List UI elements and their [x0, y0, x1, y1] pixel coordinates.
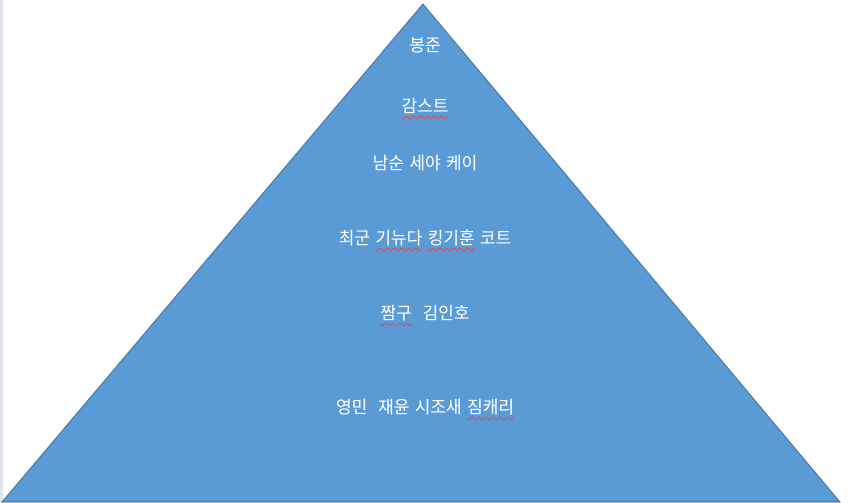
tier-text-segment: 김인호 — [411, 304, 470, 324]
left-border — [0, 0, 3, 503]
tier-text-segment: 기뉴다 — [375, 229, 423, 249]
tier-text-segment: 짬구 — [380, 304, 412, 324]
tier-6-label: 영민 재윤 시조새 짐캐리 — [0, 398, 850, 418]
tier-text-segment: 코트 — [474, 229, 512, 249]
tier-2-label: 감스트 — [0, 97, 850, 117]
tier-5-label: 짬구 김인호 — [0, 304, 850, 324]
tier-text-segment: 짐캐리 — [467, 398, 515, 418]
tier-text-segment: 최군 — [338, 229, 376, 249]
tier-text-segment: 남순 세야 케이 — [372, 154, 478, 174]
tier-text-segment: 감스트 — [401, 97, 449, 117]
pyramid-triangle[interactable] — [0, 3, 842, 503]
tier-4-label: 최군 기뉴다 킹기훈 코트 — [0, 229, 850, 249]
tier-text-segment: 봉준 — [409, 36, 441, 56]
tier-text-segment: 킹기훈 — [427, 229, 475, 249]
tier-text-segment: 영민 재윤 시조새 — [335, 398, 468, 418]
tier-1-label: 봉준 — [0, 36, 850, 56]
tier-3-label: 남순 세야 케이 — [0, 154, 850, 174]
